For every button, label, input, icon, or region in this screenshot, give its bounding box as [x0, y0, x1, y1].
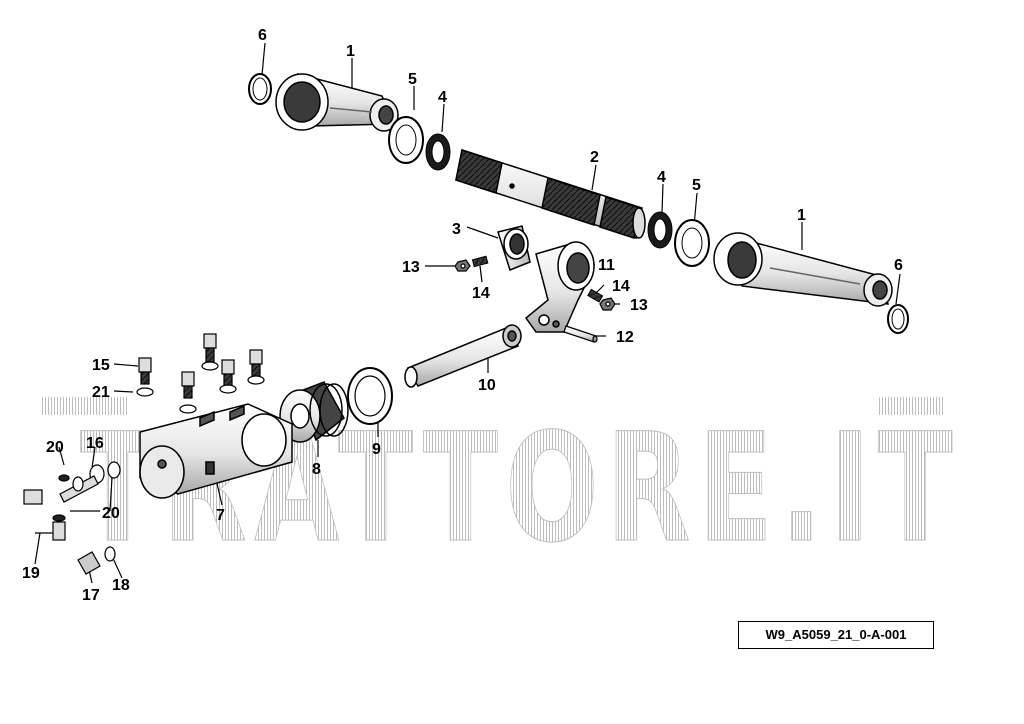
callout-19: 19 — [22, 565, 40, 582]
part-stud-right — [587, 288, 604, 303]
callout-13: 13 — [402, 259, 420, 276]
callout-20: 20 — [102, 505, 120, 522]
callout-20: 20 — [46, 439, 64, 456]
part-lift-shaft — [455, 149, 646, 239]
callout-1: 1 — [797, 207, 806, 224]
part-washers-small — [136, 361, 265, 414]
part-seal-left — [425, 133, 451, 171]
callout-16: 16 — [86, 435, 104, 452]
part-crank-lever — [524, 241, 595, 333]
callout-5: 5 — [692, 177, 701, 194]
part-nut-right — [599, 297, 616, 311]
callout-11: 11 — [598, 257, 615, 274]
callout-15: 15 — [92, 357, 110, 374]
callout-14: 14 — [612, 278, 630, 295]
part-clamp-collar — [497, 225, 531, 271]
callout-12: 12 — [616, 329, 634, 346]
callout-7: 7 — [216, 507, 225, 524]
part-nut-left — [454, 259, 471, 272]
callout-9: 9 — [372, 441, 381, 458]
callout-21: 21 — [92, 384, 110, 401]
part-stud-left — [471, 255, 489, 268]
leader-lines — [34, 42, 901, 584]
part-seal-right — [647, 211, 673, 249]
drawing-reference-code: W9_A5059_21_0-A-001 — [738, 621, 934, 649]
part-cap-screws — [138, 333, 263, 399]
part-fittings — [23, 461, 121, 575]
part-circlip-right — [887, 304, 909, 334]
callout-6: 6 — [258, 27, 267, 44]
callout-18: 18 — [112, 577, 130, 594]
part-circlip-left — [248, 73, 272, 105]
part-lift-arm-left — [275, 72, 399, 132]
watermark-stripes-right — [878, 397, 944, 415]
callout-4: 4 — [438, 89, 447, 106]
part-piston-seal — [347, 367, 393, 425]
callout-17: 17 — [82, 587, 100, 604]
part-lift-arm-right — [713, 232, 893, 307]
callout-14: 14 — [472, 285, 490, 302]
part-shim-washer-right — [674, 219, 710, 267]
callout-4: 4 — [657, 169, 666, 186]
callouts: 6 1 5 4 2 4 5 1 6 3 13 14 11 14 13 12 10… — [22, 27, 903, 604]
watermark-stripes-left — [40, 397, 128, 415]
callout-2: 2 — [590, 149, 599, 166]
callout-8: 8 — [312, 461, 321, 478]
part-shim-washer-left — [388, 116, 424, 164]
callout-13: 13 — [630, 297, 648, 314]
callout-10: 10 — [478, 377, 496, 394]
callout-1: 1 — [346, 43, 355, 60]
part-connecting-rod — [404, 324, 522, 388]
callout-6: 6 — [894, 257, 903, 274]
callout-5: 5 — [408, 71, 417, 88]
part-lift-cylinder — [139, 403, 293, 499]
callout-3: 3 — [452, 221, 461, 238]
part-roll-pin — [563, 325, 598, 343]
